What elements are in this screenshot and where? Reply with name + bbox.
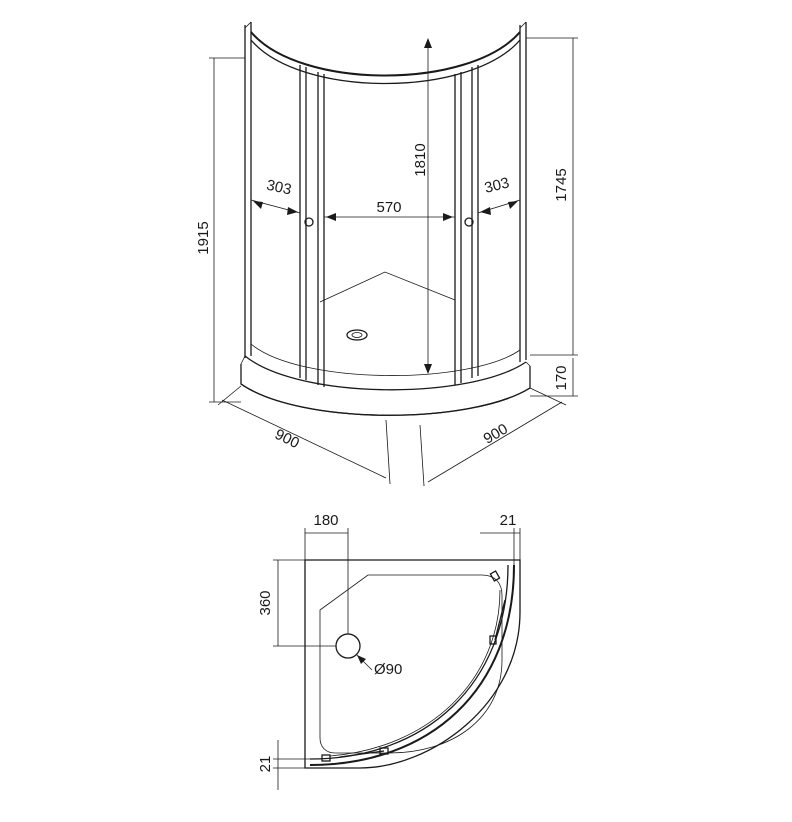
dim-drain-diameter: Ø90 <box>355 653 402 678</box>
inner-height-label: 1810 <box>412 143 429 176</box>
dim-total-height: 1915 <box>195 57 245 403</box>
total-height-label: 1915 <box>195 221 212 254</box>
right-door-handle <box>464 217 474 227</box>
drain-diameter-label: Ø90 <box>374 661 402 678</box>
left-door-handle <box>304 217 314 227</box>
back-right-post <box>519 22 527 362</box>
side-right-label: 900 <box>481 420 511 447</box>
plan-rollers <box>321 570 506 762</box>
curved-frame <box>309 564 515 766</box>
drain-offset-x-label: 180 <box>313 512 338 529</box>
frame-offset-top-label: 21 <box>500 512 517 529</box>
dim-frame-offset-top: 21 <box>480 512 521 565</box>
dim-tray-height: 170 <box>530 358 578 397</box>
dim-door-height: 1745 <box>526 37 578 356</box>
tray-height-label: 170 <box>553 365 570 390</box>
right-sliding-door <box>454 65 479 385</box>
back-left-post <box>244 22 252 358</box>
left-sliding-door <box>299 65 325 387</box>
frame-offset-left-label: 21 <box>257 756 274 773</box>
dim-door-width-left: 303 <box>250 177 301 215</box>
dim-entry-width: 570 <box>324 199 455 221</box>
dim-drain-offset-x: 180 <box>304 512 349 634</box>
door-height-label: 1745 <box>553 168 570 201</box>
plan-view: 180 21 360 Ø90 21 <box>257 512 521 790</box>
isometric-view: 1915 1745 170 1810 570 <box>195 21 578 487</box>
dim-inner-height: 1810 <box>412 38 432 374</box>
entry-width-label: 570 <box>376 199 401 216</box>
door-width-left-label: 303 <box>265 177 293 199</box>
dim-drain-offset-y: 360 <box>257 559 336 647</box>
inner-basin <box>319 574 503 754</box>
door-width-right-label: 303 <box>483 174 511 197</box>
dim-side-left: 900 <box>217 385 391 485</box>
dim-frame-offset-left: 21 <box>257 740 310 790</box>
tray-outline <box>304 559 521 769</box>
top-curved-rail <box>244 21 527 85</box>
drain-offset-y-label: 360 <box>257 590 274 615</box>
dim-door-width-right: 303 <box>477 174 521 215</box>
side-left-label: 900 <box>272 426 302 452</box>
shower-tray <box>240 271 531 416</box>
drain-outlet <box>346 329 368 341</box>
